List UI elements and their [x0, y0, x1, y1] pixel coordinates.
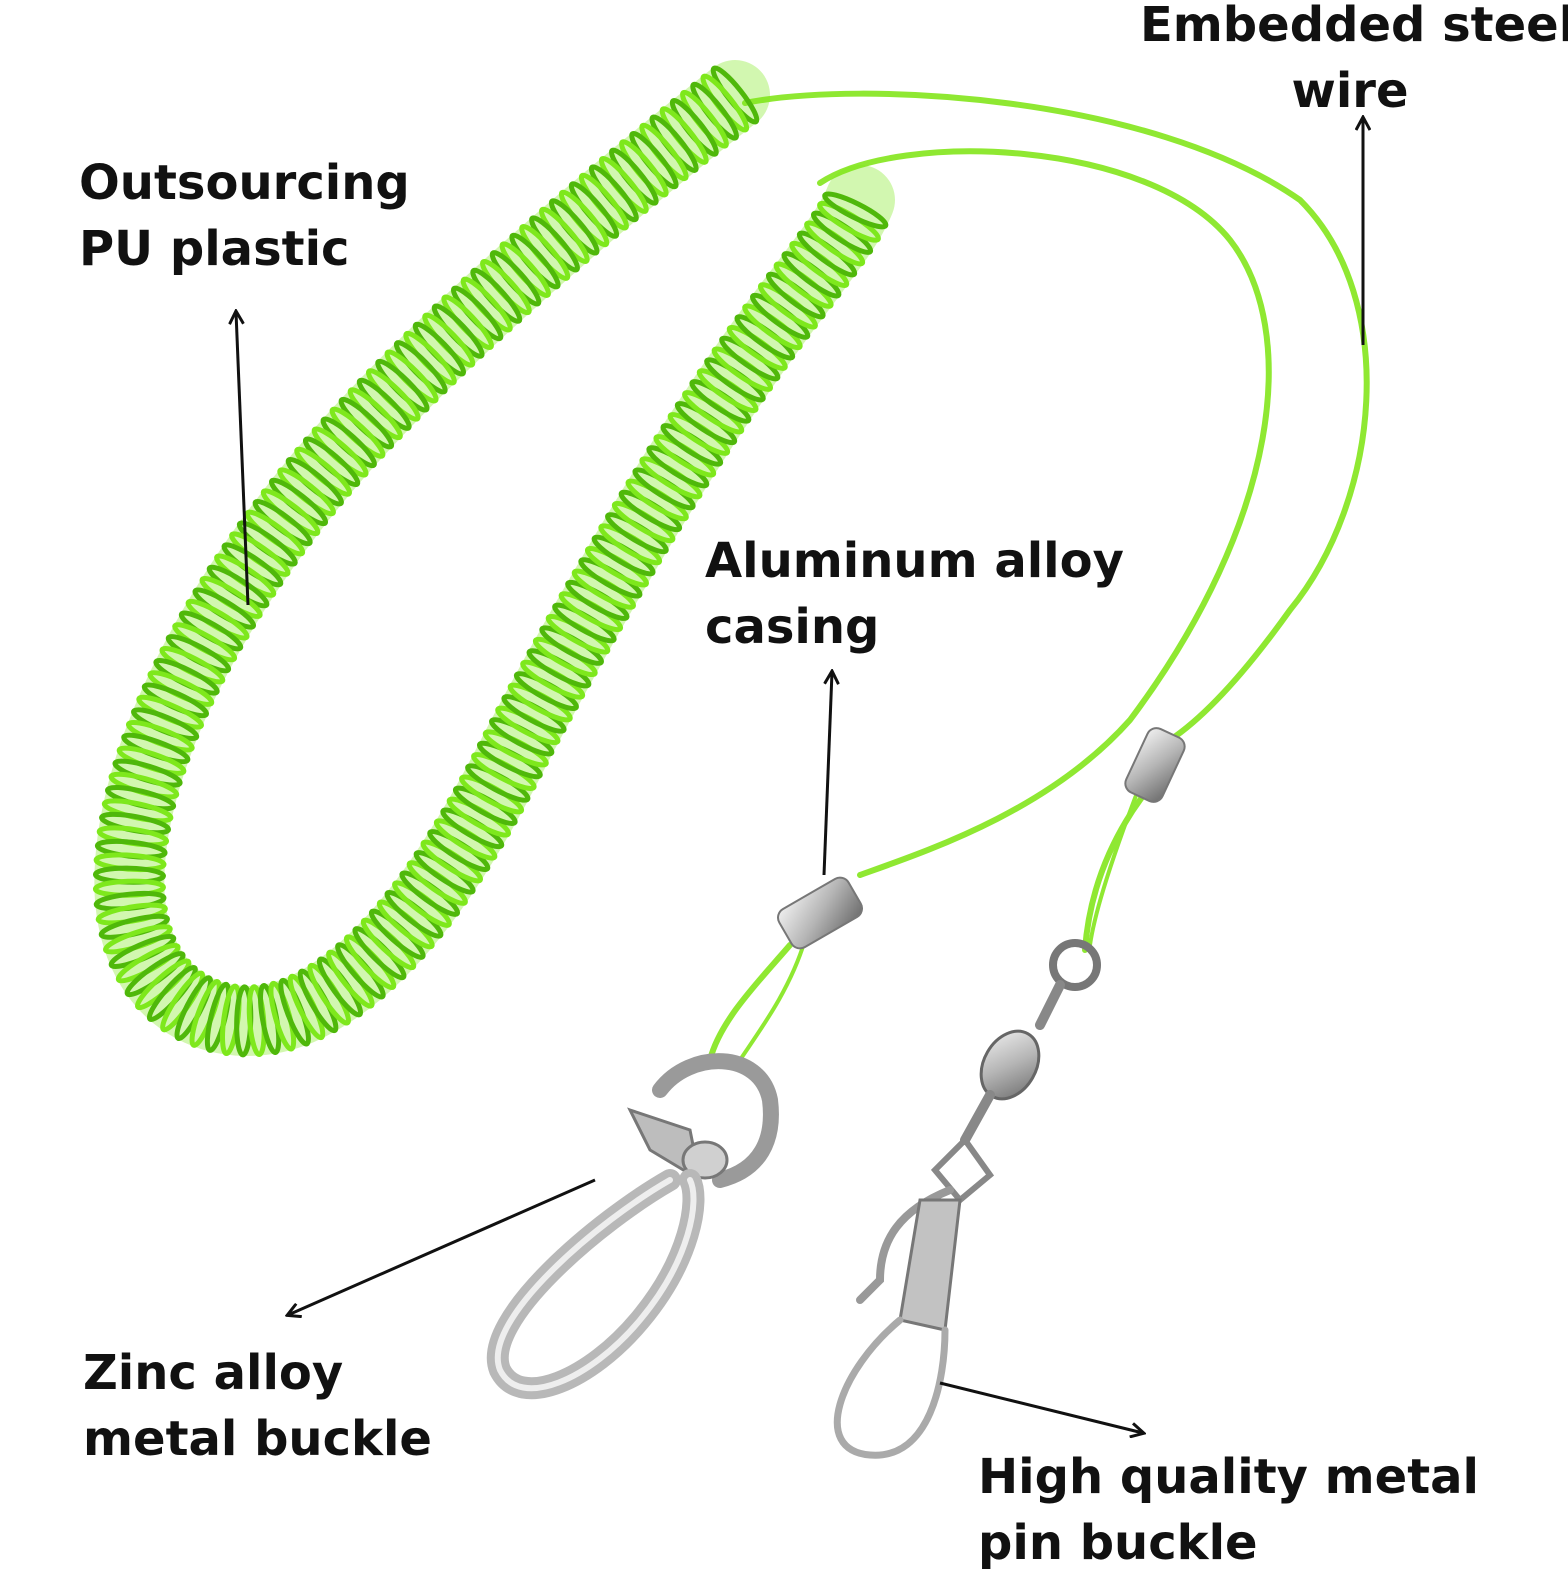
label-aluminum-casing-line1: Aluminum alloy [705, 533, 1124, 589]
zinc-alloy-buckle [486, 1053, 779, 1400]
label-zinc-buckle-line2: metal buckle [83, 1411, 432, 1467]
label-steel-wire-line2: wire [1291, 63, 1409, 119]
coiled-pu-lanyard [92, 60, 895, 1058]
label-zinc-buckle-line1: Zinc alloy [83, 1345, 344, 1401]
label-zinc-buckle: Zinc alloy metal buckle [83, 1340, 432, 1472]
label-pu-plastic-line1: Outsourcing [79, 155, 410, 211]
label-steel-wire: Embedded steel wire [1140, 0, 1568, 124]
coil-loop [822, 191, 889, 230]
pin-buckle [833, 939, 1101, 1459]
up-arrow-icon [236, 312, 250, 606]
up-arrow-icon [822, 672, 832, 876]
annotation-arrows [236, 118, 1363, 1433]
diagonal-arrow-icon [939, 1381, 1143, 1433]
label-pu-plastic: Outsourcing PU plastic [79, 150, 410, 282]
aluminum-casing [777, 727, 1186, 950]
label-pin-buckle-line2: pin buckle [978, 1515, 1258, 1571]
label-aluminum-casing-line2: casing [705, 599, 880, 655]
label-aluminum-casing: Aluminum alloy casing [705, 528, 1124, 660]
label-pin-buckle-line1: High quality metal [978, 1449, 1479, 1505]
label-steel-wire-line1: Embedded steel [1140, 0, 1568, 53]
diagonal-arrow-icon [288, 1178, 596, 1315]
label-pin-buckle: High quality metal pin buckle [978, 1444, 1479, 1576]
label-pu-plastic-line2: PU plastic [79, 221, 350, 277]
